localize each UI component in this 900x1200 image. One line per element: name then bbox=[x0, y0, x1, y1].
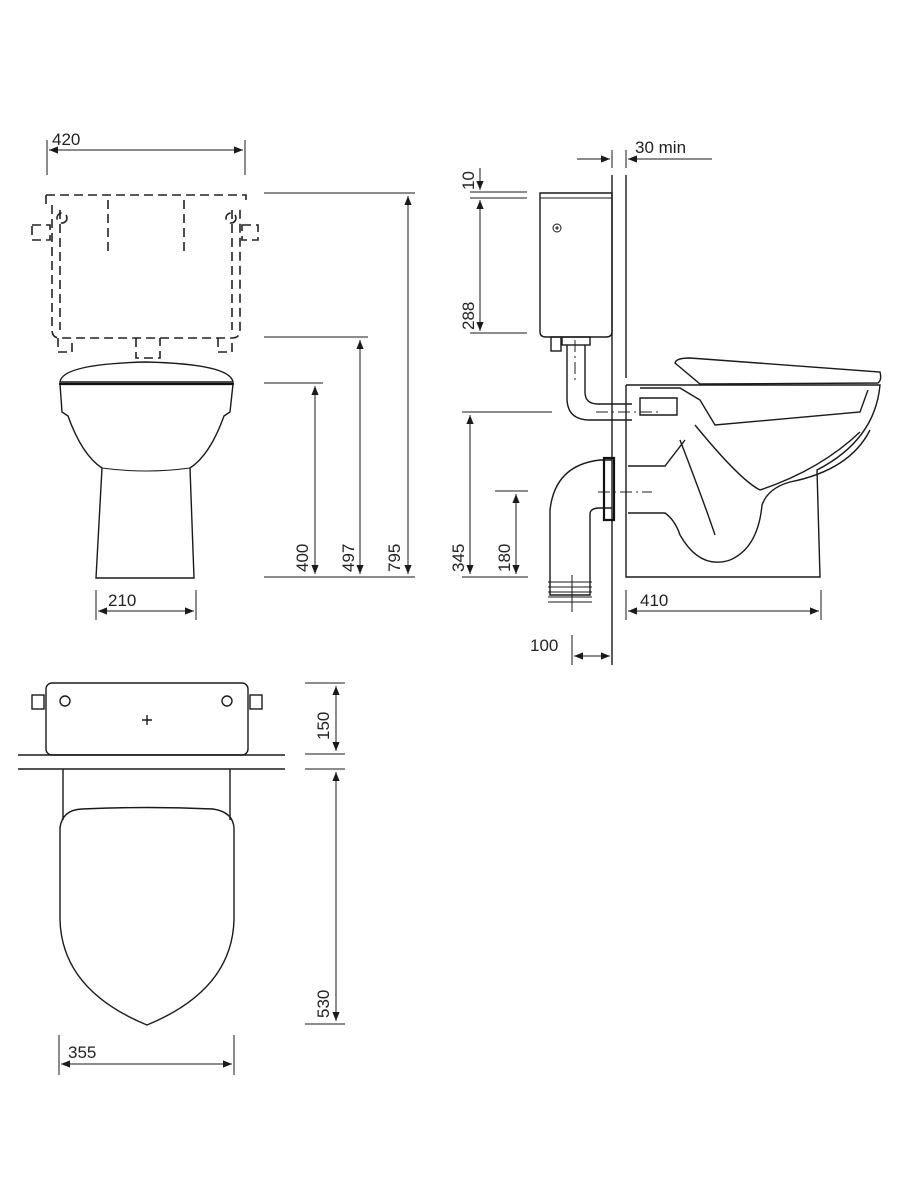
label-355: 355 bbox=[68, 1043, 96, 1062]
seat-top bbox=[59, 769, 235, 1026]
pan-front bbox=[59, 361, 234, 579]
label-497: 497 bbox=[339, 544, 358, 572]
label-400: 400 bbox=[293, 544, 312, 572]
label-420: 420 bbox=[52, 130, 80, 149]
label-30-min: 30 min bbox=[635, 138, 686, 157]
front-view: 420 210 bbox=[31, 130, 415, 620]
label-210: 210 bbox=[108, 591, 136, 610]
dim-pan-depth: 410 bbox=[625, 590, 822, 620]
dim-outlet-offset: 100 bbox=[530, 635, 610, 665]
dim-heights: 400 497 795 bbox=[264, 192, 415, 578]
cistern-hidden-outline bbox=[31, 194, 259, 359]
dim-seat-width: 355 bbox=[58, 1035, 235, 1075]
outlet-pipe bbox=[548, 456, 616, 612]
label-100: 100 bbox=[530, 636, 558, 655]
label-410: 410 bbox=[640, 591, 668, 610]
dim-cistern-height: 10 288 bbox=[459, 168, 527, 334]
cistern-top bbox=[31, 682, 263, 756]
side-view: 30 min 10 288 bbox=[449, 138, 882, 665]
dim-inlet-outlet-heights: 345 180 bbox=[449, 411, 552, 578]
dim-cistern-width: 420 bbox=[46, 130, 246, 175]
label-180: 180 bbox=[495, 544, 514, 572]
label-795: 795 bbox=[385, 544, 404, 572]
dim-pan-base-width: 210 bbox=[95, 590, 197, 620]
flush-pipe bbox=[566, 340, 632, 421]
label-150: 150 bbox=[314, 712, 333, 740]
pan-side bbox=[596, 357, 882, 578]
dim-top-depth: 150 530 bbox=[305, 682, 345, 1025]
top-view: 150 530 355 bbox=[18, 682, 345, 1075]
label-530: 530 bbox=[314, 990, 333, 1018]
label-10: 10 bbox=[459, 171, 478, 190]
dim-wall-clearance: 30 min bbox=[577, 138, 712, 168]
label-288: 288 bbox=[459, 302, 478, 330]
cistern-side bbox=[539, 192, 613, 352]
label-345: 345 bbox=[449, 544, 468, 572]
